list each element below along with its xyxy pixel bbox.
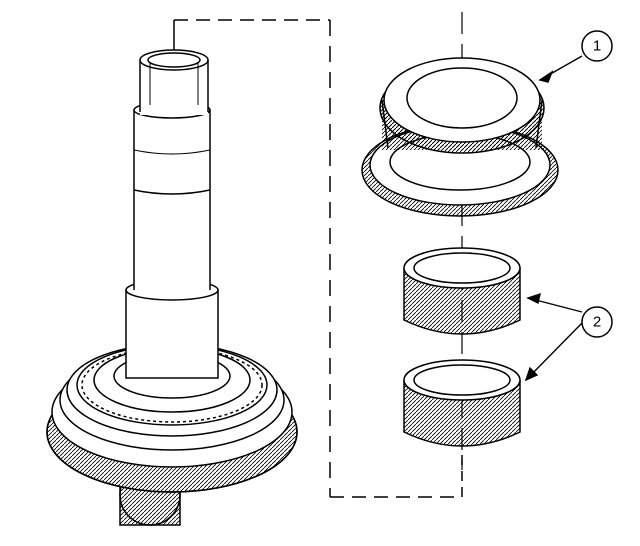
- callout-2: 2: [581, 306, 613, 338]
- mainshaft-assembly: [46, 49, 298, 526]
- lower-gear-cluster: [46, 343, 298, 526]
- needle-bearing-upper: [403, 247, 521, 335]
- leader-lines: [524, 55, 586, 382]
- callout-1: 1: [581, 30, 613, 62]
- shaft-body: [125, 49, 219, 379]
- callout-2-label: 2: [593, 314, 601, 331]
- synchro-gear: [361, 57, 559, 217]
- needle-bearing-lower: [403, 359, 521, 447]
- callout-1-label: 1: [593, 38, 601, 55]
